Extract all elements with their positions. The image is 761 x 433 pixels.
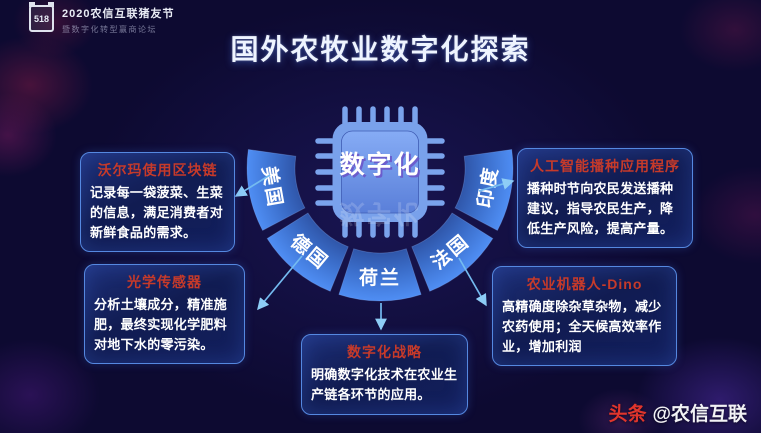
event-subtitle: 暨数字化转型赢商论坛 [62,25,157,34]
arrow-to-robot-box [458,257,487,307]
info-box-body: 播种时节向农民发送播种建议，指导农民生产，降低生产风险，提高产量。 [527,181,674,236]
page-title: 国外农牧业数字化探索 [230,34,531,65]
watermark: 头条@农信互联 [608,399,747,426]
info-box-walmart-blockchain: 沃尔玛使用区块链 记录每一袋菠菜、生菜的信息，满足消费者对新鲜食品的需求。 [80,152,235,253]
arc-segment-1 [266,212,349,292]
info-box-digital-strategy: 数字化战略 明确数字化技术在农业生产链各环节的应用。 [301,334,468,415]
arc-segment-2 [338,248,422,302]
arc-segment-0 [246,149,306,231]
event-logo: 518 2020农信互联猪友节 暨数字化转型赢商论坛 [29,2,174,35]
event-logo-text: 2020农信互联猪友节 暨数字化转型赢商论坛 [62,5,174,35]
info-box-optical-sensor: 光学传感器 分析土壤成分，精准施肥，最终实现化学肥料对地下水的零污染。 [84,264,245,365]
info-box-title: 农业机器人-Dino [526,276,643,292]
info-box-body: 明确数字化技术在农业生产链各环节的应用。 [311,367,458,402]
info-box-body: 高精确度除杂草杂物，减少农药使用；全天候高效率作业，增加利润 [502,299,662,354]
event-logo-icon: 518 [29,2,54,32]
chip-inner [341,130,419,214]
arrow-to-sensor-box [257,255,303,311]
event-name: 2020农信互联猪友节 [62,8,175,20]
info-box-title: 数字化战略 [347,344,422,360]
chip-label-reflection: 数字化 [339,199,420,228]
chip-pins [315,106,445,238]
watermark-account: @农信互联 [652,404,747,425]
arrow-to-walmart-box [234,174,271,197]
info-box-ai-seeding-app: 人工智能播种应用程序 播种时节向农民发送播种建议，指导农民生产，降低生产风险，提… [517,148,693,249]
info-box-body: 记录每一袋菠菜、生菜的信息，满足消费者对新鲜食品的需求。 [90,185,224,240]
info-box-title: 沃尔玛使用区块链 [97,162,218,178]
arc-segment-3 [411,212,494,292]
info-box-title: 人工智能播种应用程序 [530,158,680,174]
watermark-brand: 头条 [608,404,647,425]
info-box-farm-robot-dino: 农业机器人-Dino 高精确度除杂草杂物，减少农药使用；全天候高效率作业，增加利… [492,266,677,367]
chip-label: 数字化 [339,150,420,179]
info-box-title: 光学传感器 [127,274,202,290]
connector-arrows [234,174,515,331]
country-label-2: 荷兰 [359,266,401,289]
chip-icon: 数字化 数字化 数字化 [315,106,445,238]
arrow-to-ai-box [478,178,515,192]
chip-label-shadow: 数字化 [341,152,422,181]
info-box-body: 分析土壤成分，精准施肥，最终实现化学肥料对地下水的零污染。 [94,297,228,352]
